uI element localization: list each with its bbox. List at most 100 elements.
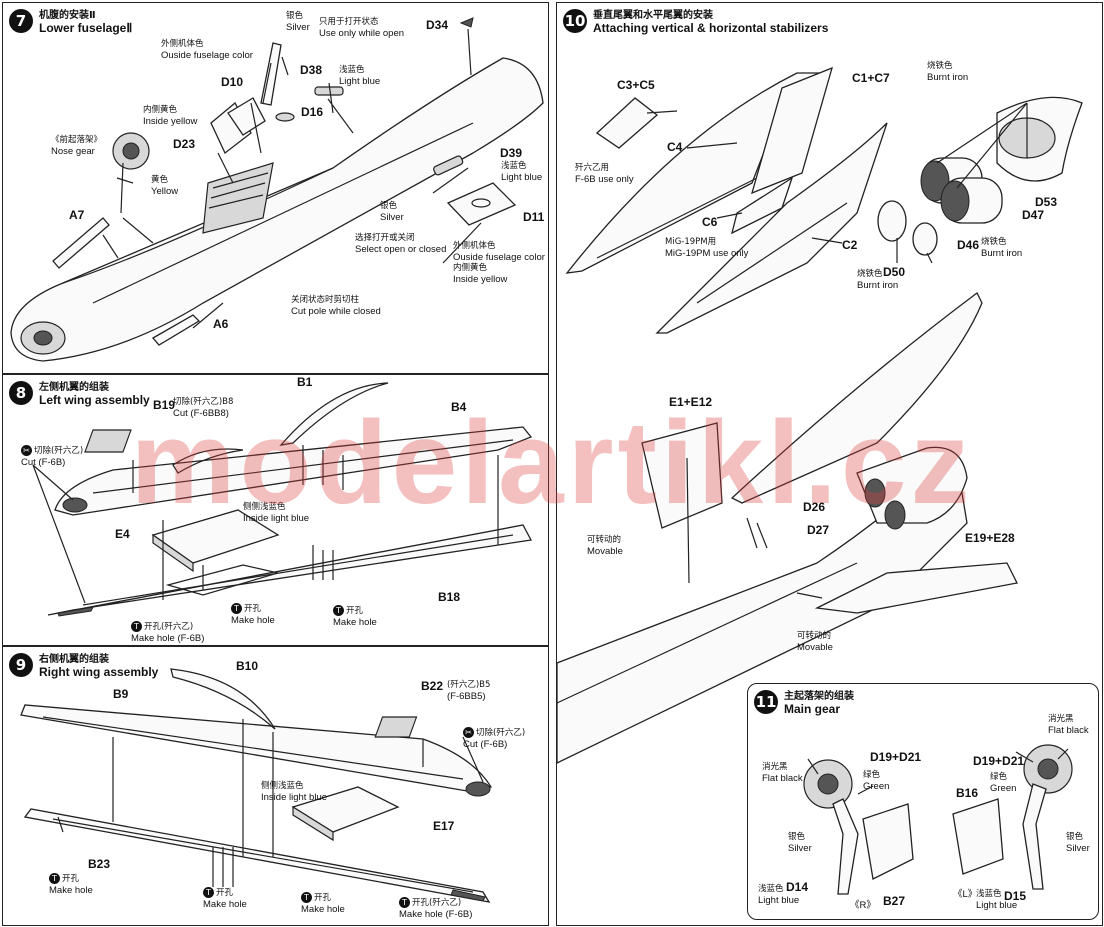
step8-panel: 8 左侧机翼的组装 Left wing assembly B1 B19 切除(歼… <box>2 374 549 646</box>
part-b19: B19 <box>153 398 176 412</box>
drill-icon: T <box>399 897 410 908</box>
cut-icon: ✂ <box>21 445 32 456</box>
part-e17: E17 <box>433 819 455 833</box>
step8-heading: 8 左侧机翼的组装 Left wing assembly <box>9 381 150 407</box>
part-b22: B22 <box>421 679 444 693</box>
drill-icon: T <box>333 605 344 616</box>
drill-icon: T <box>301 892 312 903</box>
cut-icon: ✂ <box>463 727 474 738</box>
step10-heading: 10 垂直尾翼和水平尾翼的安装 Attaching vertical & hor… <box>563 9 828 35</box>
step-number: 9 <box>9 653 33 677</box>
drill-icon: T <box>203 887 214 898</box>
part-d19-d21-left: D19+D21 <box>870 750 922 764</box>
step-title-en: Main gear <box>784 702 841 716</box>
part-d16: D16 <box>301 105 324 119</box>
step-number: 10 <box>563 9 587 33</box>
part-e19-e28: E19+E28 <box>965 531 1015 545</box>
step-title-en: Attaching vertical & horizontal stabiliz… <box>593 21 829 35</box>
part-d27: D27 <box>807 523 830 537</box>
step-title-en: Lower fuselageⅡ <box>39 21 133 35</box>
step-title-cn: 右侧机翼的组装 <box>39 654 109 665</box>
step-number: 11 <box>754 690 778 714</box>
part-c2: C2 <box>842 238 858 252</box>
label-b22-f6b: (歼六乙)B5(F-6BB5) <box>447 680 491 702</box>
part-d19-d21-right: D19+D21 <box>973 754 1025 768</box>
part-d23: D23 <box>173 137 196 151</box>
part-b10: B10 <box>236 659 259 673</box>
step-number: 7 <box>9 9 33 33</box>
label-l: 《L》 <box>953 889 978 900</box>
part-d11: D11 <box>523 210 545 224</box>
part-d38: D38 <box>300 63 323 77</box>
step11-heading: 11 主起落架的组装 Main gear <box>754 690 854 716</box>
step7-heading: 7 机腹的安装Ⅱ Lower fuselageⅡ <box>9 9 132 35</box>
part-d15: D15 <box>1004 889 1027 903</box>
part-b1: B1 <box>297 375 313 389</box>
step-title-en: Left wing assembly <box>39 393 150 407</box>
drill-icon: T <box>231 603 242 614</box>
step-title-cn: 主起落架的组装 <box>784 691 854 702</box>
part-c1-c7: C1+C7 <box>852 71 890 85</box>
part-d47: D47 <box>1022 208 1045 222</box>
part-b18: B18 <box>438 590 461 604</box>
label-nose-gear: 《前起落架》Nose gear <box>51 135 103 157</box>
step7-drawing <box>10 17 544 362</box>
part-a7: A7 <box>69 208 85 222</box>
part-d53: D53 <box>1035 195 1058 209</box>
part-b27: B27 <box>883 894 906 908</box>
part-b16: B16 <box>956 786 979 800</box>
drill-icon: T <box>49 873 60 884</box>
part-d26: D26 <box>803 500 826 514</box>
part-b9: B9 <box>113 687 129 701</box>
label-cut-f6b: ✂切除(歼六乙)Cut (F-6B) <box>463 727 526 750</box>
part-c4: C4 <box>667 140 683 154</box>
step11-drawing <box>803 744 1073 895</box>
part-e1-e12: E1+E12 <box>669 395 713 409</box>
label-cut-f6b: ✂切除(歼六乙)Cut (F-6B) <box>21 445 84 468</box>
part-d50: D50 <box>883 265 906 279</box>
part-d39: D39 <box>500 146 523 160</box>
step-title-en: Right wing assembly <box>39 665 159 679</box>
part-a6: A6 <box>213 317 229 331</box>
step10-panel: 10 垂直尾翼和水平尾翼的安装 Attaching vertical & hor… <box>556 2 1103 926</box>
part-e4: E4 <box>115 527 130 541</box>
step10-drawing <box>557 66 1083 764</box>
part-b4: B4 <box>451 400 467 414</box>
part-c3-c5: C3+C5 <box>617 78 655 92</box>
label-r: 《R》 <box>850 900 876 911</box>
part-d10: D10 <box>221 75 244 89</box>
step8-drawing <box>32 382 533 617</box>
